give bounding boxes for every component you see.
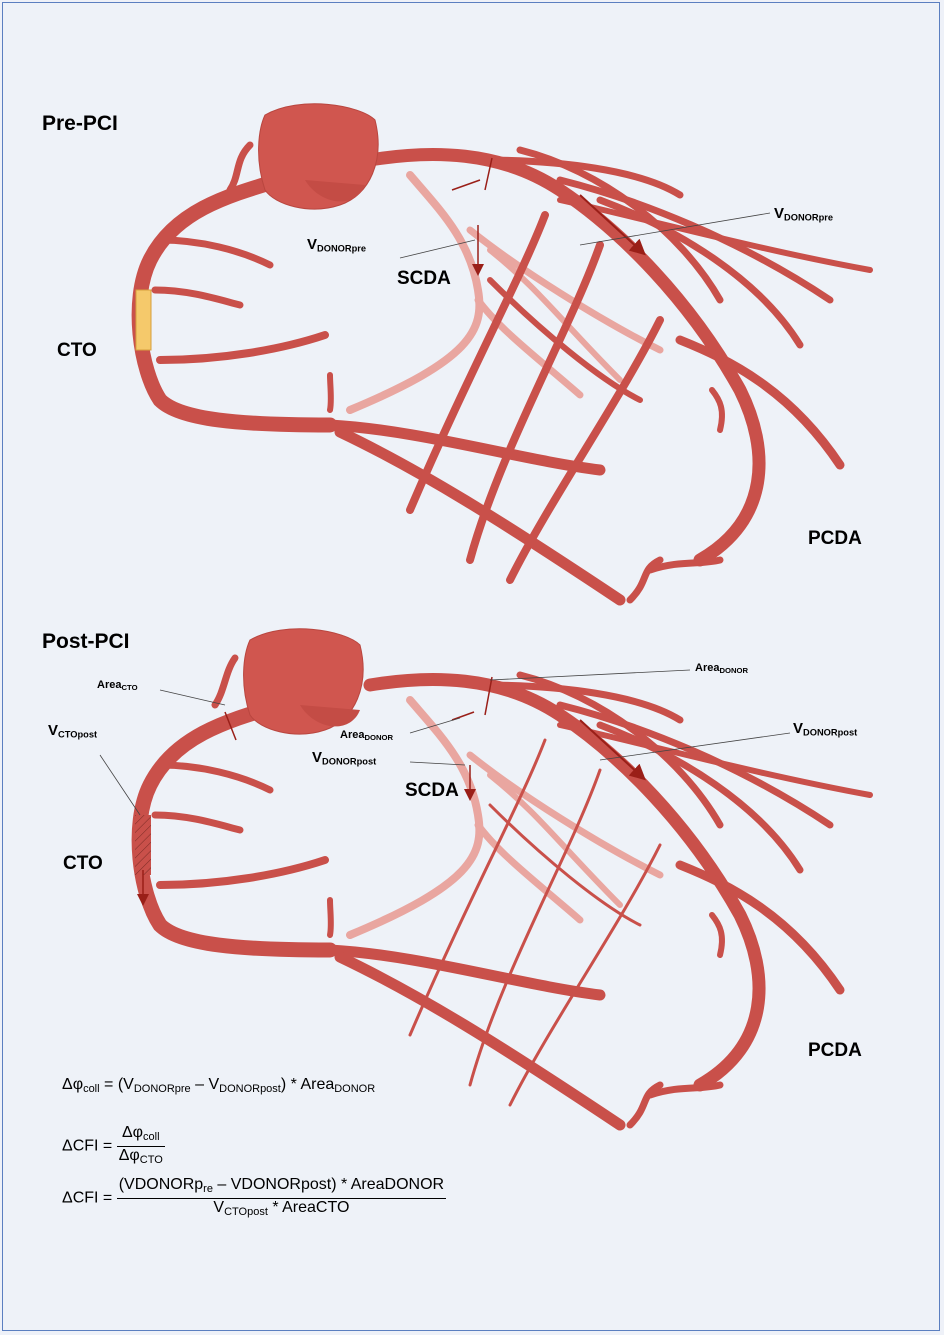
formula-delta-cfi-expanded: ΔCFI = (VDONORpre – VDONORpost) * AreaDO… (62, 1176, 446, 1221)
pre-pci-title: Pre-PCI (42, 112, 118, 136)
vessel (330, 900, 331, 935)
scda-label: SCDA (405, 780, 459, 802)
septal-vessel (350, 175, 479, 410)
cto-plaque (136, 290, 151, 350)
vessel (340, 957, 620, 1125)
stent (135, 815, 151, 875)
vessel (160, 860, 325, 885)
vessel (712, 390, 722, 430)
lad-vessel (370, 679, 759, 1085)
lad-vessel (370, 154, 759, 560)
cto-label: CTO (63, 853, 103, 875)
cto-label: CTO (57, 340, 97, 362)
area-cto-label: AreaCTO (97, 679, 138, 692)
vessel (160, 335, 325, 360)
v-donor-post-label: VDONORpost (312, 749, 376, 767)
vessel (160, 765, 270, 790)
v-donor-pre-label: VDONORpre (307, 236, 366, 254)
formula-delta-cfi-ratio: ΔCFI = Δφcoll ΔφCTO (62, 1124, 165, 1169)
post-pci-diagram (100, 629, 870, 1125)
vessel (712, 915, 722, 955)
vessel (155, 290, 240, 305)
v-donor-pre-label: VDONORpre (774, 205, 833, 223)
vessel (155, 815, 240, 830)
post-pci-title: Post-PCI (42, 630, 130, 654)
area-donor-label: AreaDONOR (695, 662, 748, 675)
vessel (215, 658, 235, 705)
pcda-label: PCDA (808, 528, 862, 550)
vessel (630, 1085, 660, 1125)
pre-pci-diagram (136, 104, 870, 600)
vessel (160, 240, 270, 265)
vessel (630, 560, 660, 600)
formula-delta-phi-coll: Δφcoll = (VDONORpre – VDONORpost) * Area… (62, 1076, 375, 1095)
v-cto-post-label: VCTOpost (48, 722, 97, 740)
area-donor-label: AreaDONOR (340, 729, 393, 742)
v-donor-post-label: VDONORpost (793, 720, 857, 738)
pcda-label: PCDA (808, 1040, 862, 1062)
scda-label: SCDA (397, 268, 451, 290)
vessel (330, 375, 331, 410)
